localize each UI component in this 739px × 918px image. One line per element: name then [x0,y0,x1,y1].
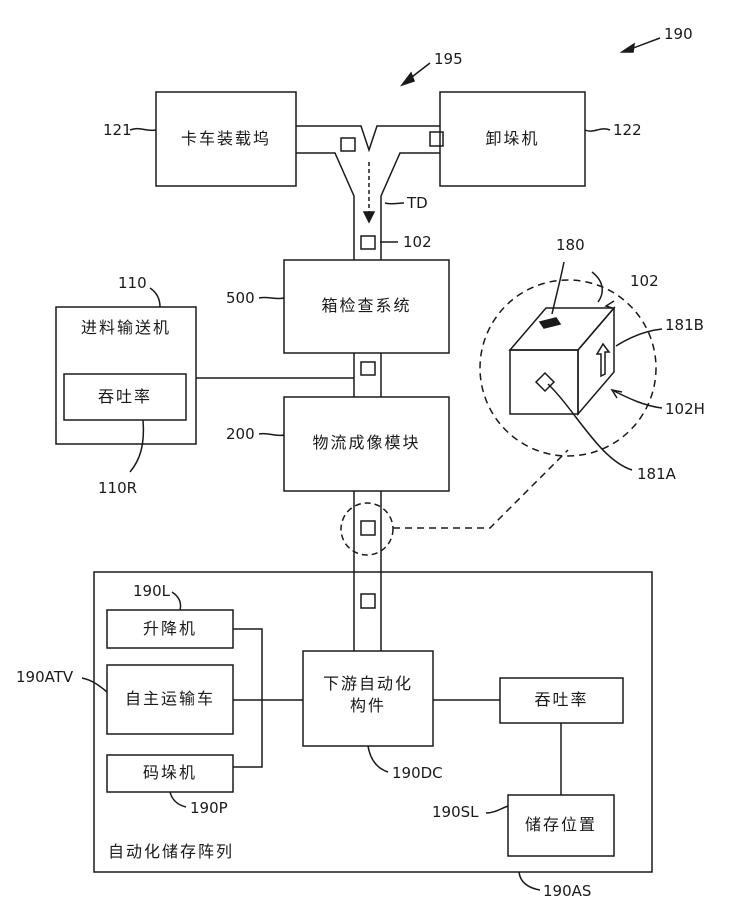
leader-102h [614,391,662,408]
leader-190p [170,792,186,807]
leader-102-arrow [606,301,614,308]
storage-location-label: 储存位置 [508,816,614,834]
leader-110 [150,288,160,307]
atv-label: 自主运输车 [107,690,233,708]
ref-190dc: 190DC [392,764,443,782]
leader-190l [172,592,181,610]
ref-180: 180 [556,236,585,254]
lift-palletizer-bus [233,629,262,767]
detail-circle-large [480,280,656,456]
ref-102-top: 102 [403,233,432,251]
detail-leader-line [393,450,568,528]
leader-181b [616,329,662,346]
marking-181b [597,344,609,376]
case-between-inspection-imaging [361,362,375,375]
leader-121 [130,129,156,131]
ref-121: 121 [103,121,132,139]
leader-190sl [486,806,508,813]
leader-200 [259,434,284,436]
palletizer-label: 码垛机 [107,764,233,782]
case-top-face [510,308,614,350]
downstream-label-line2: 构件 [303,697,433,715]
infeed-throughput-label: 吞吐率 [64,388,186,406]
ref-110: 110 [118,274,147,292]
imaging-module-label: 物流成像模块 [284,434,449,452]
detail-circle-small [341,503,393,555]
case-on-merge [341,138,355,151]
merge-conveyor-upper [296,126,440,150]
depalletizer-label: 卸垛机 [440,130,585,148]
ref-190atv: 190ATV [16,668,73,686]
case-inspection-label: 箱检查系统 [284,297,449,315]
leader-190dc [368,746,388,772]
section-ref-arrowhead [402,73,414,85]
ref-td: TD [407,194,428,212]
infeed-conveyor-label: 进料输送机 [56,319,196,337]
ref-102h: 102H [665,400,705,418]
lift-label: 升降机 [107,620,233,638]
ref-500: 500 [226,289,255,307]
storage-throughput-label: 吞吐率 [500,691,623,709]
ref-200: 200 [226,425,255,443]
figure-ref-arrowhead [622,44,634,52]
leader-190as [519,872,540,890]
ref-190sl: 190SL [432,803,479,821]
case-on-lower-conveyor [361,594,375,608]
leader-td [385,203,404,204]
case-in-detail-circle [361,521,375,535]
ref-190p: 190P [190,799,228,817]
case-102-upper [361,236,375,249]
truck-dock-label: 卡车装载坞 [156,130,296,148]
leader-110r [130,420,143,472]
leader-122 [585,129,610,131]
ref-190as: 190AS [543,882,591,900]
ref-122: 122 [613,121,642,139]
ref-110r: 110R [98,479,137,497]
section-ref-195: 195 [434,50,463,68]
ref-181b: 181B [665,316,704,334]
label-180 [540,318,560,328]
case-front-face [510,350,578,414]
travel-direction-arrowhead [364,212,374,222]
figure-ref-190: 190 [664,25,693,43]
ref-181a: 181A [637,465,676,483]
ref-190l: 190L [133,582,170,600]
case-side-face [578,308,614,414]
downstream-label-line1: 下游自动化 [303,675,433,693]
ref-102-detail: 102 [630,272,659,290]
leader-180 [552,262,564,314]
storage-array-label: 自动化储存阵列 [108,843,234,861]
leader-500 [259,297,284,298]
merge-conveyor-left [296,153,354,260]
